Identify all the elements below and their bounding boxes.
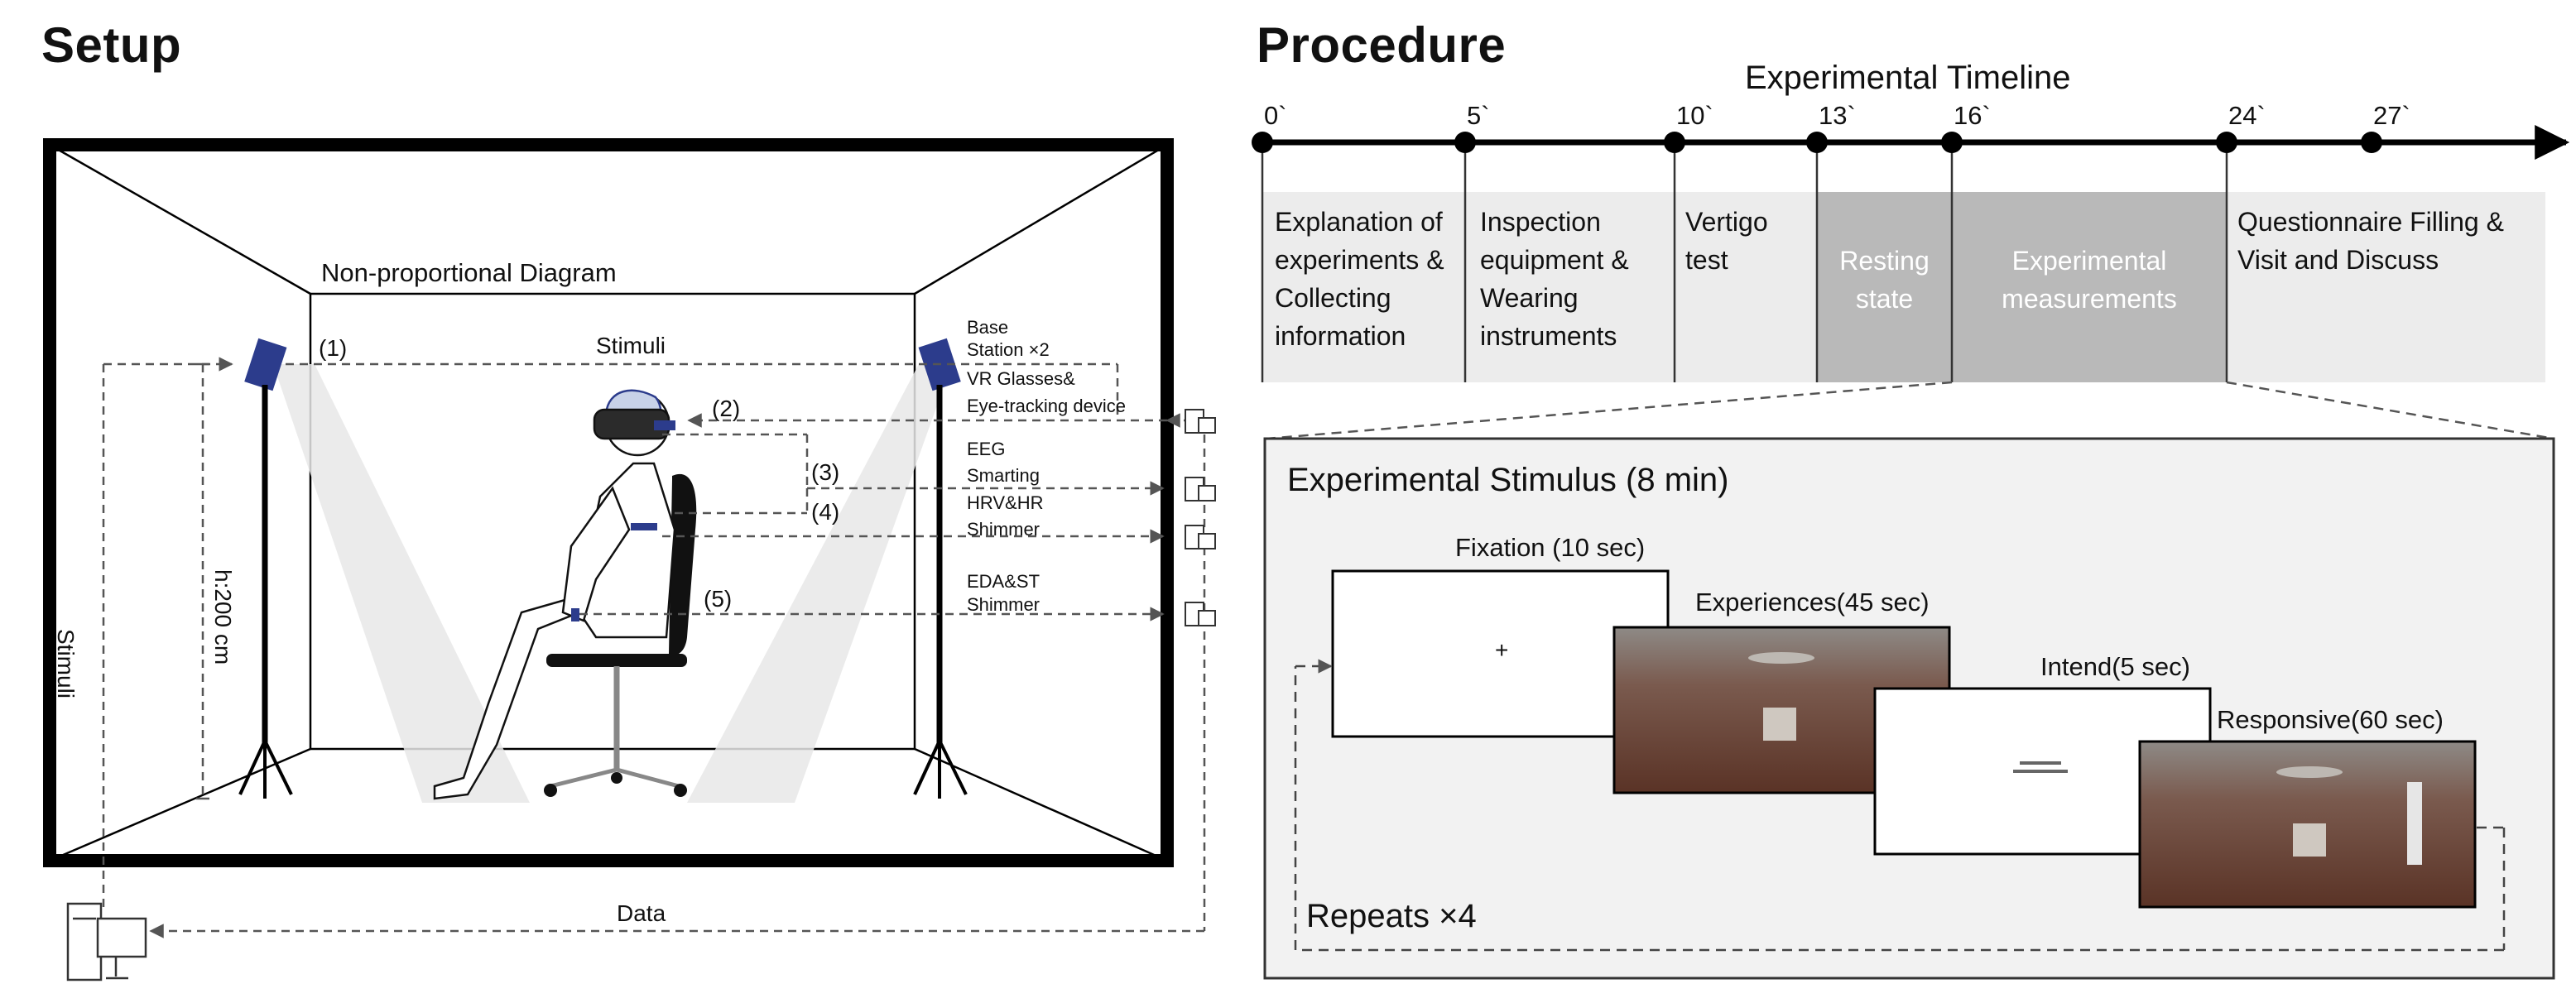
tick-16: 16` xyxy=(1954,101,1991,130)
tick-5: 5` xyxy=(1467,101,1490,130)
fixation-cross: + xyxy=(1495,637,1509,663)
tick-24: 24` xyxy=(2228,101,2266,130)
diagram-note: Non-proportional Diagram xyxy=(321,258,617,287)
hrv-label-1: HRV&HR xyxy=(967,492,1044,513)
phase-inspection: Inspection equipment & Wearing instrumen… xyxy=(1480,207,1629,351)
seated-participant xyxy=(433,389,676,800)
timeline-dots xyxy=(1252,132,2382,153)
stimulus-title: Experimental Stimulus (8 min) xyxy=(1287,462,1729,498)
height-label: h:200 cm xyxy=(210,569,236,665)
experiences-label: Experiences(45 sec) xyxy=(1695,588,1930,617)
chair xyxy=(544,473,697,797)
setup-heading: Setup xyxy=(41,17,182,73)
marker-1: (1) xyxy=(319,335,348,361)
tick-10: 10` xyxy=(1676,101,1713,130)
timeline-title: Experimental Timeline xyxy=(1745,60,2071,96)
tick-13: 13` xyxy=(1819,101,1856,130)
responsive-screen xyxy=(2138,740,2477,909)
data-label: Data xyxy=(617,900,666,926)
fixation-screen xyxy=(1331,569,1670,738)
computer-icon xyxy=(66,902,147,981)
eeg-label-2: Smarting xyxy=(967,465,1040,486)
vr-label-2: Eye-tracking device xyxy=(967,396,1126,416)
eda-label-1: EDA&ST xyxy=(967,571,1040,592)
stimuli-top-label: Stimuli xyxy=(596,333,666,358)
base-station-label-1: Base xyxy=(967,317,1009,338)
tick-27: 27` xyxy=(2373,101,2410,130)
stimuli-side-label: Stimuli xyxy=(53,629,79,699)
left-light-cone xyxy=(273,364,530,803)
base-station-label-2: Station ×2 xyxy=(967,339,1050,360)
repeat-loop-arrow xyxy=(1294,659,2506,952)
tick-0: 0` xyxy=(1264,101,1287,130)
receiver-icons xyxy=(1185,409,1216,626)
timeline-ticks xyxy=(1261,142,2228,382)
phase-measurements: Experimental measurements xyxy=(2002,246,2177,314)
phase-explanation: Explanation of experiments & Collecting … xyxy=(1275,207,1444,351)
zoom-connector xyxy=(1266,381,2554,440)
fixation-label: Fixation (10 sec) xyxy=(1455,533,1646,562)
procedure-heading: Procedure xyxy=(1257,17,1507,73)
marker-4: (4) xyxy=(811,499,840,525)
marker-5: (5) xyxy=(704,586,733,612)
marker-3: (3) xyxy=(811,459,840,485)
responsive-label: Responsive(60 sec) xyxy=(2217,705,2444,734)
phase-resting: Resting state xyxy=(1839,246,1930,314)
marker-2: (2) xyxy=(712,396,741,421)
eeg-label-1: EEG xyxy=(967,439,1006,459)
phase-vertigo: Vertigo test xyxy=(1685,207,1768,275)
phase-questionnaire: Questionnaire Filling & Visit and Discus… xyxy=(2237,207,2504,275)
left-base-station-tripod xyxy=(238,338,293,799)
connection-lines xyxy=(102,357,1206,938)
vr-label-1: VR Glasses& xyxy=(967,368,1075,389)
intend-label: Intend(5 sec) xyxy=(2040,652,2190,681)
repeats-label: Repeats ×4 xyxy=(1306,898,1477,934)
hrv-label-2: Shimmer xyxy=(967,519,1040,540)
phase-band-measurement xyxy=(1817,192,2227,382)
right-light-cone xyxy=(687,364,952,803)
eda-label-2: Shimmer xyxy=(967,594,1040,615)
